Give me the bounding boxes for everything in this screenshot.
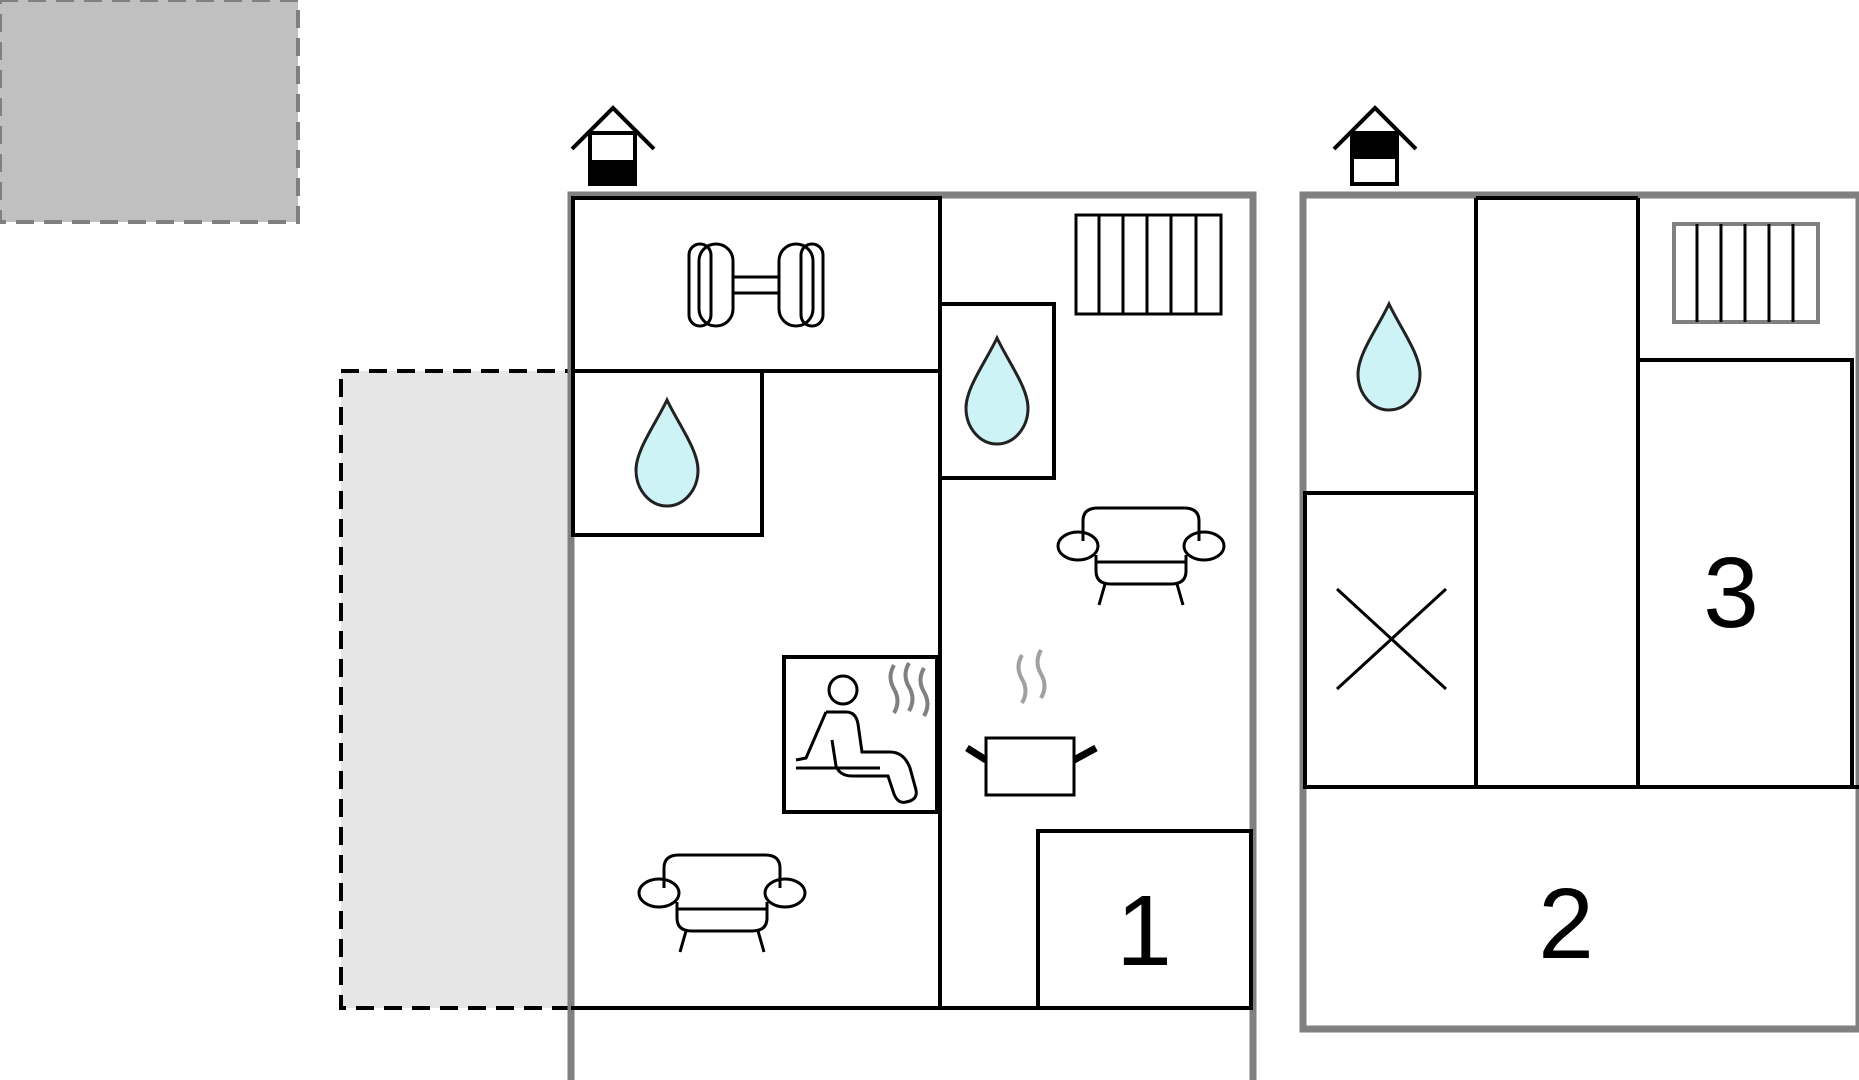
no-access-icon: [1335, 587, 1448, 691]
sofa-icon: [637, 853, 807, 953]
room-label-3: 3: [1703, 537, 1759, 649]
radiator-icon: [1672, 222, 1820, 324]
outbuilding-area: [0, 0, 300, 224]
sauna-icon: [795, 661, 930, 804]
fitness-icon: [687, 242, 825, 328]
annex-building: [1299, 191, 1859, 1033]
room-label-1: 1: [1116, 875, 1172, 987]
entrance-icon: [1332, 105, 1418, 186]
bathroom-icon: [964, 334, 1030, 446]
bathroom-icon: [1356, 300, 1422, 412]
entrance-icon: [570, 105, 656, 186]
sofa-icon: [1056, 506, 1226, 606]
radiator-icon: [1074, 213, 1223, 316]
bathroom-icon: [634, 396, 700, 508]
room-label-2: 2: [1538, 868, 1594, 980]
main-building: [567, 191, 1257, 1080]
terrace-area: [339, 369, 573, 1010]
kitchen-icon: [965, 648, 1098, 797]
